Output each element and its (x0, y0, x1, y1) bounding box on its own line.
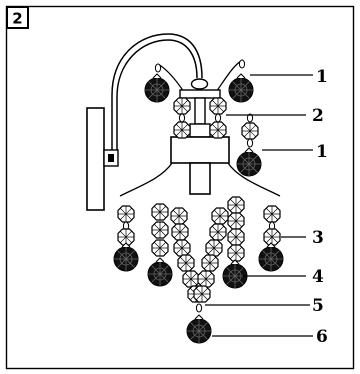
figure-frame (5, 5, 355, 370)
inner-strand-a (147, 203, 173, 287)
callout-leaders (205, 74, 313, 337)
callout-5: 5 (312, 296, 324, 316)
lower-arms (119, 162, 281, 197)
callout-3: 3 (312, 228, 324, 248)
step-number: 2 (12, 10, 22, 28)
callout-1-upper: 1 (316, 67, 328, 87)
bar-strand-right (209, 97, 227, 139)
callout-4: 4 (312, 267, 324, 287)
bar-strand-left (173, 97, 191, 139)
support-arm (111, 33, 203, 150)
callout-6: 6 (316, 327, 328, 347)
upper-pendant-right (228, 59, 254, 103)
center-column (170, 78, 230, 195)
callout-2: 2 (312, 106, 324, 126)
outer-drop-right (258, 205, 284, 272)
center-strands (170, 207, 229, 344)
wall-plate (86, 107, 119, 211)
step-badge: 2 (6, 6, 29, 29)
outer-drop-left (113, 205, 139, 272)
side-pendant (236, 113, 262, 177)
callout-labels: 1 2 1 3 4 5 6 (312, 67, 328, 347)
callout-1-lower: 1 (316, 142, 328, 162)
